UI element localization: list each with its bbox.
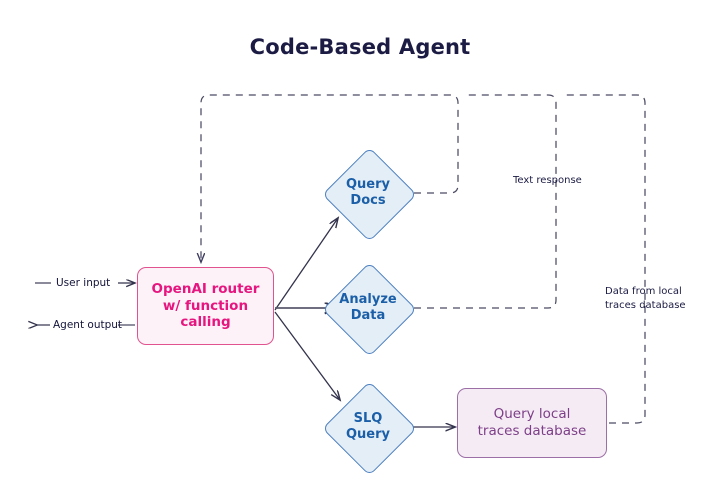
node-db-label-line1: Query local (493, 406, 571, 423)
node-slq-query[interactable]: SLQ Query (321, 380, 417, 476)
node-analyze-data-label-line2: Data (350, 308, 386, 323)
node-query-docs[interactable]: Query Docs (321, 146, 417, 242)
label-agent-output: Agent output (53, 319, 123, 331)
edge-db-response (564, 94, 646, 424)
node-query-local-traces-database[interactable]: Query local traces database (457, 388, 607, 458)
label-text-response: Text response (513, 175, 582, 186)
label-data-from-line2: traces database (605, 299, 686, 311)
label-data-from-local-traces-database: Data from local traces database (605, 285, 686, 312)
node-query-docs-label-line1: Query (345, 176, 390, 192)
node-analyze-data[interactable]: Analyze Data (321, 261, 417, 357)
node-openai-router-label: OpenAI router w/ function calling (151, 280, 260, 331)
label-user-input: User input (56, 277, 111, 289)
label-data-from-line1: Data from local (605, 286, 682, 297)
node-analyze-data-label-line1: Analyze (339, 291, 397, 307)
edge-router-to-query-docs (274, 218, 338, 311)
edge-router-to-slq-query (274, 311, 340, 400)
edge-analyze-data-response (414, 94, 557, 309)
node-slq-query-label-line2: Query (345, 427, 390, 442)
edge-query-docs-response (201, 94, 459, 262)
page-title: Code-Based Agent (249, 35, 471, 59)
node-openai-router[interactable]: OpenAI router w/ function calling (137, 267, 274, 345)
node-slq-query-label-line1: SLQ (353, 410, 383, 426)
node-db-label-line2: traces database (477, 423, 587, 439)
node-query-docs-label-line2: Docs (350, 193, 386, 208)
